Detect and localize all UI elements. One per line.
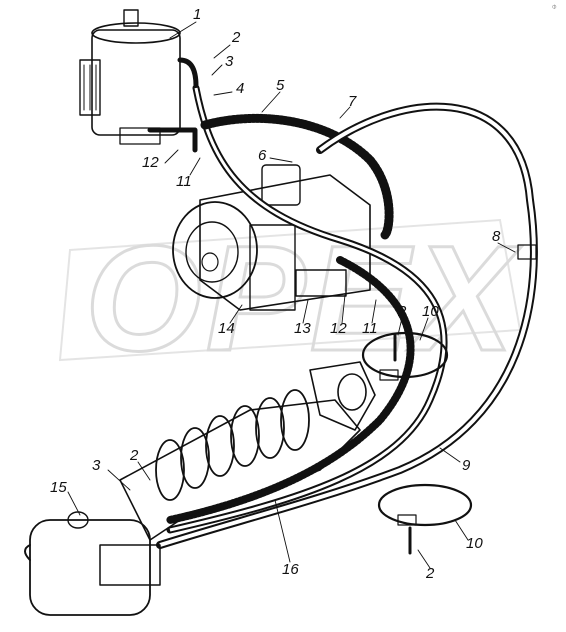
power-cylinder xyxy=(24,361,376,616)
watermark: ОРЕХ xyxy=(58,213,522,384)
callout-2-bottom: 2 xyxy=(425,565,435,582)
steering-pump xyxy=(172,164,371,311)
hoses xyxy=(156,84,538,549)
callout-12: 12 xyxy=(142,154,159,171)
clamp-upper xyxy=(361,331,449,381)
callout-15: 15 xyxy=(50,479,67,496)
callout-11: 11 xyxy=(176,173,192,190)
watermark-text: ОРЕХ xyxy=(85,214,522,382)
callout-5: 5 xyxy=(276,77,285,94)
callout-12-lower: 12 xyxy=(330,320,347,337)
callout-1: 1 xyxy=(193,6,201,23)
callout-2-clamp: 2 xyxy=(397,303,407,320)
callout-2: 2 xyxy=(231,29,241,46)
callout-8: 8 xyxy=(492,228,501,245)
callout-13: 13 xyxy=(294,320,311,337)
corner-mark: Ф xyxy=(552,5,557,11)
callout-3: 3 xyxy=(225,53,234,70)
callout-14: 14 xyxy=(218,320,235,337)
callout-11-lower: 11 xyxy=(362,320,378,337)
callout-16: 16 xyxy=(282,561,299,578)
callouts: 1 2 3 4 5 7 6 12 11 8 14 13 12 11 2 10 9… xyxy=(50,6,501,582)
callout-10-upper: 10 xyxy=(422,303,439,320)
leader-lines xyxy=(67,21,516,569)
callout-9: 9 xyxy=(462,457,471,474)
clamp-lower xyxy=(377,483,473,555)
callout-2-lower: 2 xyxy=(129,447,139,464)
callout-3-lower: 3 xyxy=(92,457,101,474)
callout-4: 4 xyxy=(236,80,244,97)
oil-reservoir xyxy=(79,9,199,153)
callout-7: 7 xyxy=(348,93,357,110)
callout-6: 6 xyxy=(258,147,267,164)
callout-10-lower: 10 xyxy=(466,535,483,552)
